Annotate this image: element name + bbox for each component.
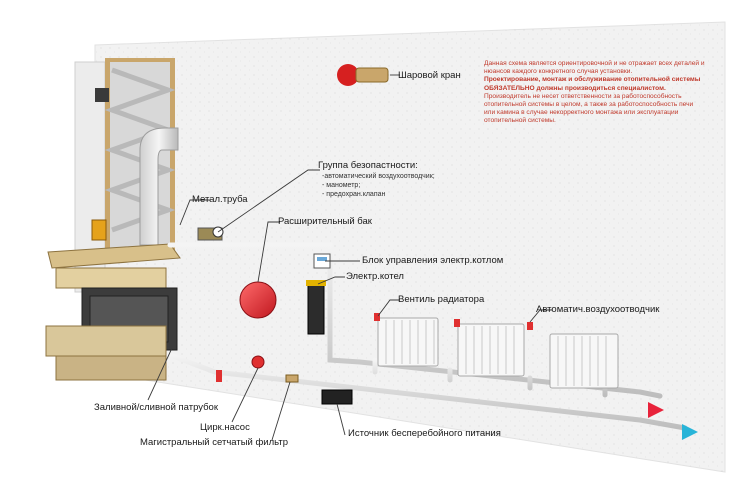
ups-unit	[321, 389, 353, 405]
radiators	[377, 317, 619, 389]
label-expansion-tank: Расширительный бак	[278, 216, 372, 227]
mesh-filter	[285, 374, 299, 383]
flow-arrows	[648, 402, 698, 440]
flue-pipe	[139, 127, 179, 246]
label-ups: Источник бесперебойного питания	[348, 428, 501, 439]
expansion-tank	[239, 281, 277, 319]
radiator-3	[549, 333, 619, 389]
supply-arrow-icon	[648, 402, 664, 418]
label-electric-boiler: Электр.котел	[346, 271, 404, 282]
label-circ-pump: Цирк.насос	[200, 422, 250, 433]
safety-item-1: -автоматический воздухоотводчик;	[322, 173, 435, 180]
ball-valve-icon	[337, 64, 389, 86]
label-radiator-valve: Вентиль радиатора	[398, 294, 485, 305]
label-boiler-control: Блок управления электр.котлом	[362, 255, 504, 266]
label-safety-group: Группа безопастности:	[318, 160, 418, 171]
disclaimer-text: Данная схема является ориентировочной и …	[484, 60, 706, 126]
disclaimer-line-1: Данная схема является ориентировочной и …	[484, 60, 705, 76]
leader-lines	[147, 74, 552, 441]
radiator-1	[377, 317, 439, 367]
disclaimer-line-3: Производитель не несет ответственности з…	[484, 92, 694, 125]
safety-group	[197, 226, 224, 241]
disclaimer-line-2: Проектирование, монтаж и обслуживание от…	[484, 76, 701, 92]
label-air-vent: Автоматич.воздухоотводчик	[536, 304, 660, 315]
fireplace	[45, 243, 181, 381]
return-arrow-icon	[682, 424, 698, 440]
label-fill-drain: Заливной/сливной патрубок	[94, 402, 219, 413]
circulation-pump	[251, 355, 265, 369]
label-mesh-filter: Магистральный сетчатый фильтр	[140, 437, 288, 448]
label-ball-valve: Шаровой кран	[398, 70, 461, 81]
radiator-valves	[374, 313, 533, 330]
electric-boiler	[306, 280, 326, 335]
safety-item-2: - манометр;	[322, 182, 361, 189]
safety-item-3: - предохран.клапан	[322, 191, 386, 198]
label-metal-pipe: Метал.труба	[192, 194, 248, 205]
fill-drain-pipe	[216, 370, 222, 382]
